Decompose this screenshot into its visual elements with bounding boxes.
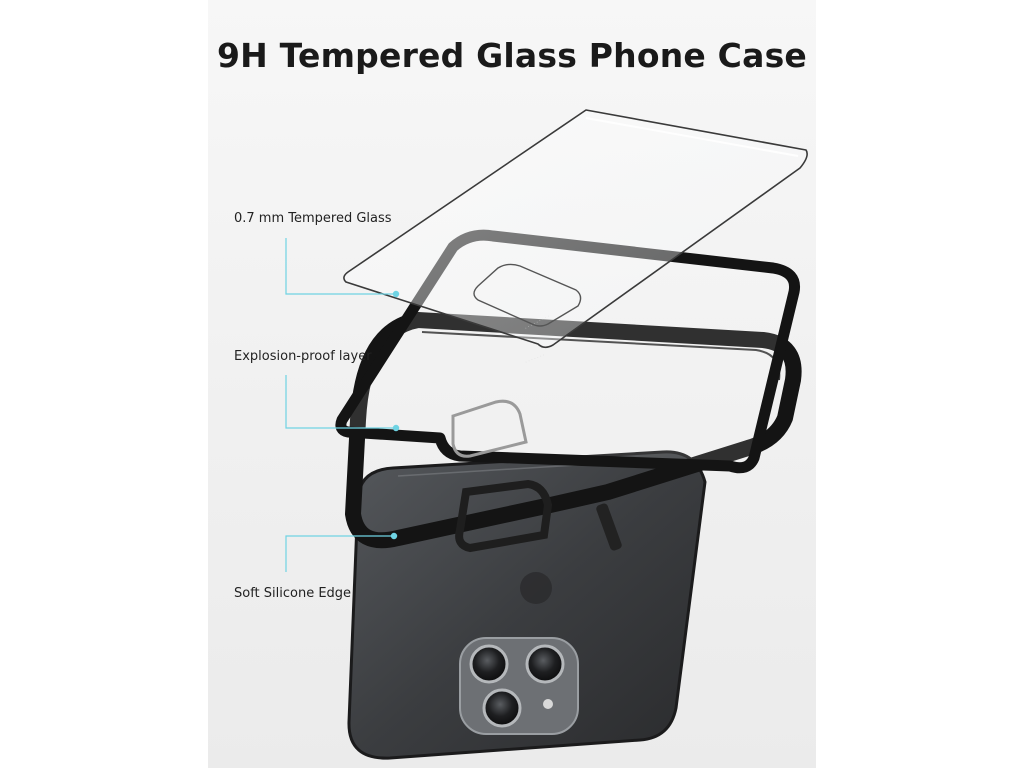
label-silicone-edge: Soft Silicone Edge [234,586,352,601]
callout-silicone [285,532,398,572]
label-tempered-glass: 0.7 mm Tempered Glass [234,211,392,226]
page-title: 9H Tempered Glass Phone Case [217,36,807,75]
callout-explosion [285,375,400,432]
label-explosion-proof: Explosion-proof layer [234,349,372,364]
apple-logo-icon [520,572,552,604]
phone-body [347,450,707,760]
callout-glass [285,238,400,298]
tempered-glass-layer [343,109,808,349]
camera-module-icon [459,637,579,735]
product-image-panel: · · · · · · · · · · · · · · · · [208,0,816,768]
exploded-case-illustration: · · · · · · · · · · · · · · · · [285,109,808,760]
